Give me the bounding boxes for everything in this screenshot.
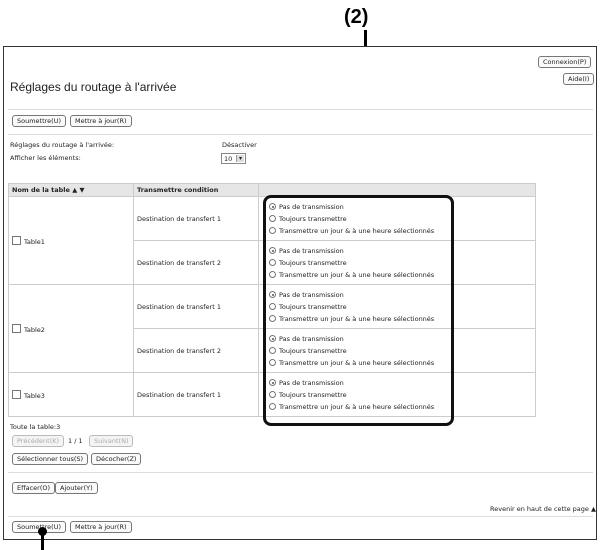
table-name: Table3	[24, 391, 45, 400]
connect-button[interactable]: Connexion(P)	[538, 56, 592, 68]
radio-label: Toujours transmettre	[279, 258, 347, 267]
callout-highlight-box	[263, 195, 454, 426]
radio-label: Transmettre un jour & à une heure sélect…	[279, 314, 435, 323]
radio-button[interactable]	[269, 315, 276, 322]
add-button[interactable]: Ajouter(Y)	[55, 482, 98, 494]
radio-label: Toujours transmettre	[279, 214, 347, 223]
radio-option[interactable]: Transmettre un jour & à une heure sélect…	[269, 225, 532, 237]
radio-option[interactable]: Toujours transmettre	[269, 301, 532, 313]
radio-label: Transmettre un jour & à une heure sélect…	[279, 270, 435, 279]
display-count-value: 10	[224, 155, 233, 163]
radio-button[interactable]	[269, 303, 276, 310]
radio-button[interactable]	[269, 203, 276, 210]
divider	[8, 472, 593, 473]
radio-label: Transmettre un jour & à une heure sélect…	[279, 358, 435, 367]
divider	[8, 109, 593, 110]
uncheck-button[interactable]: Décocher(Z)	[91, 453, 142, 465]
row-checkbox[interactable]	[12, 235, 21, 245]
radio-label: Pas de transmission	[279, 378, 344, 387]
radio-label: Pas de transmission	[279, 290, 344, 299]
display-label: Afficher les éléments:	[10, 154, 81, 162]
callout-label-2: (2)	[344, 6, 369, 28]
radio-option[interactable]: Transmettre un jour & à une heure sélect…	[269, 357, 532, 369]
radio-button[interactable]	[269, 227, 276, 234]
radio-button[interactable]	[269, 291, 276, 298]
radio-button[interactable]	[269, 259, 276, 266]
page-info: 1 / 1	[68, 437, 83, 445]
radio-option[interactable]: Transmettre un jour & à une heure sélect…	[269, 269, 532, 281]
radio-option[interactable]: Pas de transmission	[269, 333, 532, 345]
radio-option[interactable]: Pas de transmission	[269, 201, 532, 213]
callout-dot-bottom	[38, 527, 47, 536]
submit-button-top[interactable]: Soumettre(U)	[12, 115, 67, 127]
radio-label: Toujours transmettre	[279, 346, 347, 355]
callout-line-bottom	[41, 531, 44, 550]
destination-cell: Destination de transfert 2	[133, 328, 259, 373]
radio-option[interactable]: Pas de transmission	[269, 377, 532, 389]
routing-label: Réglages du routage à l'arrivée:	[10, 141, 115, 149]
radio-label: Pas de transmission	[279, 334, 344, 343]
divider	[8, 134, 593, 135]
display-count-select[interactable]: 10 ▾	[221, 153, 246, 164]
destination-cell: Destination de transfert 2	[133, 240, 259, 285]
col-header-name[interactable]: Nom de la table ▲ ▼	[8, 183, 134, 197]
update-button-bottom[interactable]: Mettre à jour(R)	[70, 521, 132, 533]
radio-button[interactable]	[269, 347, 276, 354]
radio-label: Toujours transmettre	[279, 302, 347, 311]
table-total: Toute la table:3	[10, 423, 61, 431]
routing-value: Désactiver	[222, 141, 257, 149]
radio-option[interactable]: Toujours transmettre	[269, 389, 532, 401]
table-name-cell: Table2	[8, 284, 134, 373]
select-all-button[interactable]: Sélectionner tous(S)	[12, 453, 89, 465]
radio-button[interactable]	[269, 379, 276, 386]
radio-button[interactable]	[269, 271, 276, 278]
radio-button[interactable]	[269, 215, 276, 222]
table-name: Table2	[24, 325, 45, 334]
destination-cell: Destination de transfert 1	[133, 196, 259, 241]
row-checkbox[interactable]	[12, 389, 21, 399]
table-name-cell: Table3	[8, 372, 134, 417]
page-title: Réglages du routage à l'arrivée	[10, 80, 177, 94]
table-name-cell: Table1	[8, 196, 134, 285]
radio-option[interactable]: Pas de transmission	[269, 289, 532, 301]
destination-cell: Destination de transfert 1	[133, 284, 259, 329]
divider	[8, 516, 593, 517]
radio-label: Pas de transmission	[279, 202, 344, 211]
col-header-condition: Transmettre condition	[133, 183, 259, 197]
radio-label: Toujours transmettre	[279, 390, 347, 399]
radio-option[interactable]: Toujours transmettre	[269, 345, 532, 357]
back-to-top-link[interactable]: Revenir en haut de cette page ▲	[490, 505, 596, 513]
radio-button[interactable]	[269, 403, 276, 410]
delete-button[interactable]: Effacer(O)	[12, 482, 56, 494]
next-page-button[interactable]: Suivant(N)	[89, 435, 134, 447]
table-name: Table1	[24, 237, 45, 246]
radio-button[interactable]	[269, 359, 276, 366]
radio-button[interactable]	[269, 391, 276, 398]
radio-option[interactable]: Toujours transmettre	[269, 213, 532, 225]
prev-page-button[interactable]: Précédent(K)	[12, 435, 65, 447]
radio-label: Transmettre un jour & à une heure sélect…	[279, 402, 435, 411]
radio-label: Transmettre un jour & à une heure sélect…	[279, 226, 435, 235]
radio-option[interactable]: Toujours transmettre	[269, 257, 532, 269]
radio-button[interactable]	[269, 247, 276, 254]
help-button[interactable]: Aide(I)	[563, 73, 595, 85]
routing-table: Nom de la table ▲ ▼ Transmettre conditio…	[8, 183, 536, 417]
row-checkbox[interactable]	[12, 323, 21, 333]
radio-option[interactable]: Pas de transmission	[269, 245, 532, 257]
radio-label: Pas de transmission	[279, 246, 344, 255]
destination-cell: Destination de transfert 1	[133, 372, 259, 417]
update-button-top[interactable]: Mettre à jour(R)	[70, 115, 132, 127]
radio-button[interactable]	[269, 335, 276, 342]
radio-option[interactable]: Transmettre un jour & à une heure sélect…	[269, 401, 532, 413]
radio-option[interactable]: Transmettre un jour & à une heure sélect…	[269, 313, 532, 325]
chevron-down-icon: ▾	[236, 155, 244, 162]
